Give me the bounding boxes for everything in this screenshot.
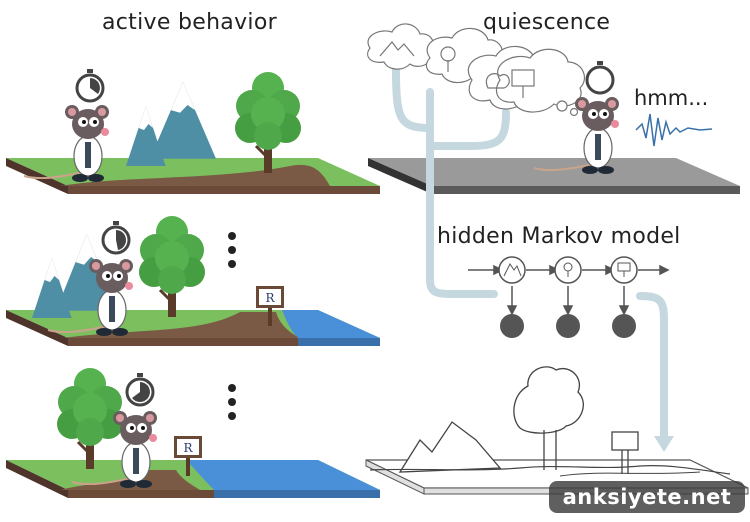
stopwatch-icon (75, 67, 105, 103)
hmm-sound-label: hmm... (634, 86, 709, 110)
sketch-sign-icon (611, 431, 639, 451)
active-behavior-title: active behavior (102, 10, 277, 35)
hmm-hidden-state (498, 256, 638, 284)
quiescence-title: quiescence (483, 10, 611, 35)
sketch-tree-icon (513, 366, 584, 434)
stopwatch-icon (125, 371, 155, 407)
pipe-connector (392, 66, 668, 444)
left-scene-2: R (6, 214, 380, 346)
dirt-path-2 (62, 312, 300, 338)
hmm-observation (500, 314, 636, 338)
arrow-down-icon (654, 436, 674, 452)
left-scene-3: R (6, 366, 380, 498)
stopwatch-icon (101, 219, 131, 255)
mountain-icon (126, 82, 216, 166)
hmm-diagram (468, 256, 670, 338)
water-3 (186, 460, 380, 490)
water-2 (282, 310, 380, 338)
hmm-title: hidden Markov model (437, 224, 681, 249)
watermark: anksiyete.net (549, 481, 745, 513)
stopwatch-icon (585, 59, 615, 95)
cloud-mountain-icon (379, 41, 535, 98)
ellipsis-icon (228, 384, 236, 420)
sketch-scene (365, 366, 749, 495)
gray-platform (368, 158, 740, 186)
left-scene-1 (6, 67, 380, 194)
sound-wave-icon (635, 113, 713, 147)
sign-letter: R (265, 291, 275, 305)
sign-letter: R (183, 441, 193, 455)
tree-icon (233, 70, 303, 175)
sketch-mountain-icon (398, 421, 502, 473)
sign-icon: R (256, 286, 284, 326)
quiescence-scene (367, 23, 740, 452)
sign-icon: R (174, 436, 202, 476)
ellipsis-icon (228, 232, 236, 268)
dirt-path-1 (60, 164, 330, 186)
tree-icon (137, 214, 207, 319)
